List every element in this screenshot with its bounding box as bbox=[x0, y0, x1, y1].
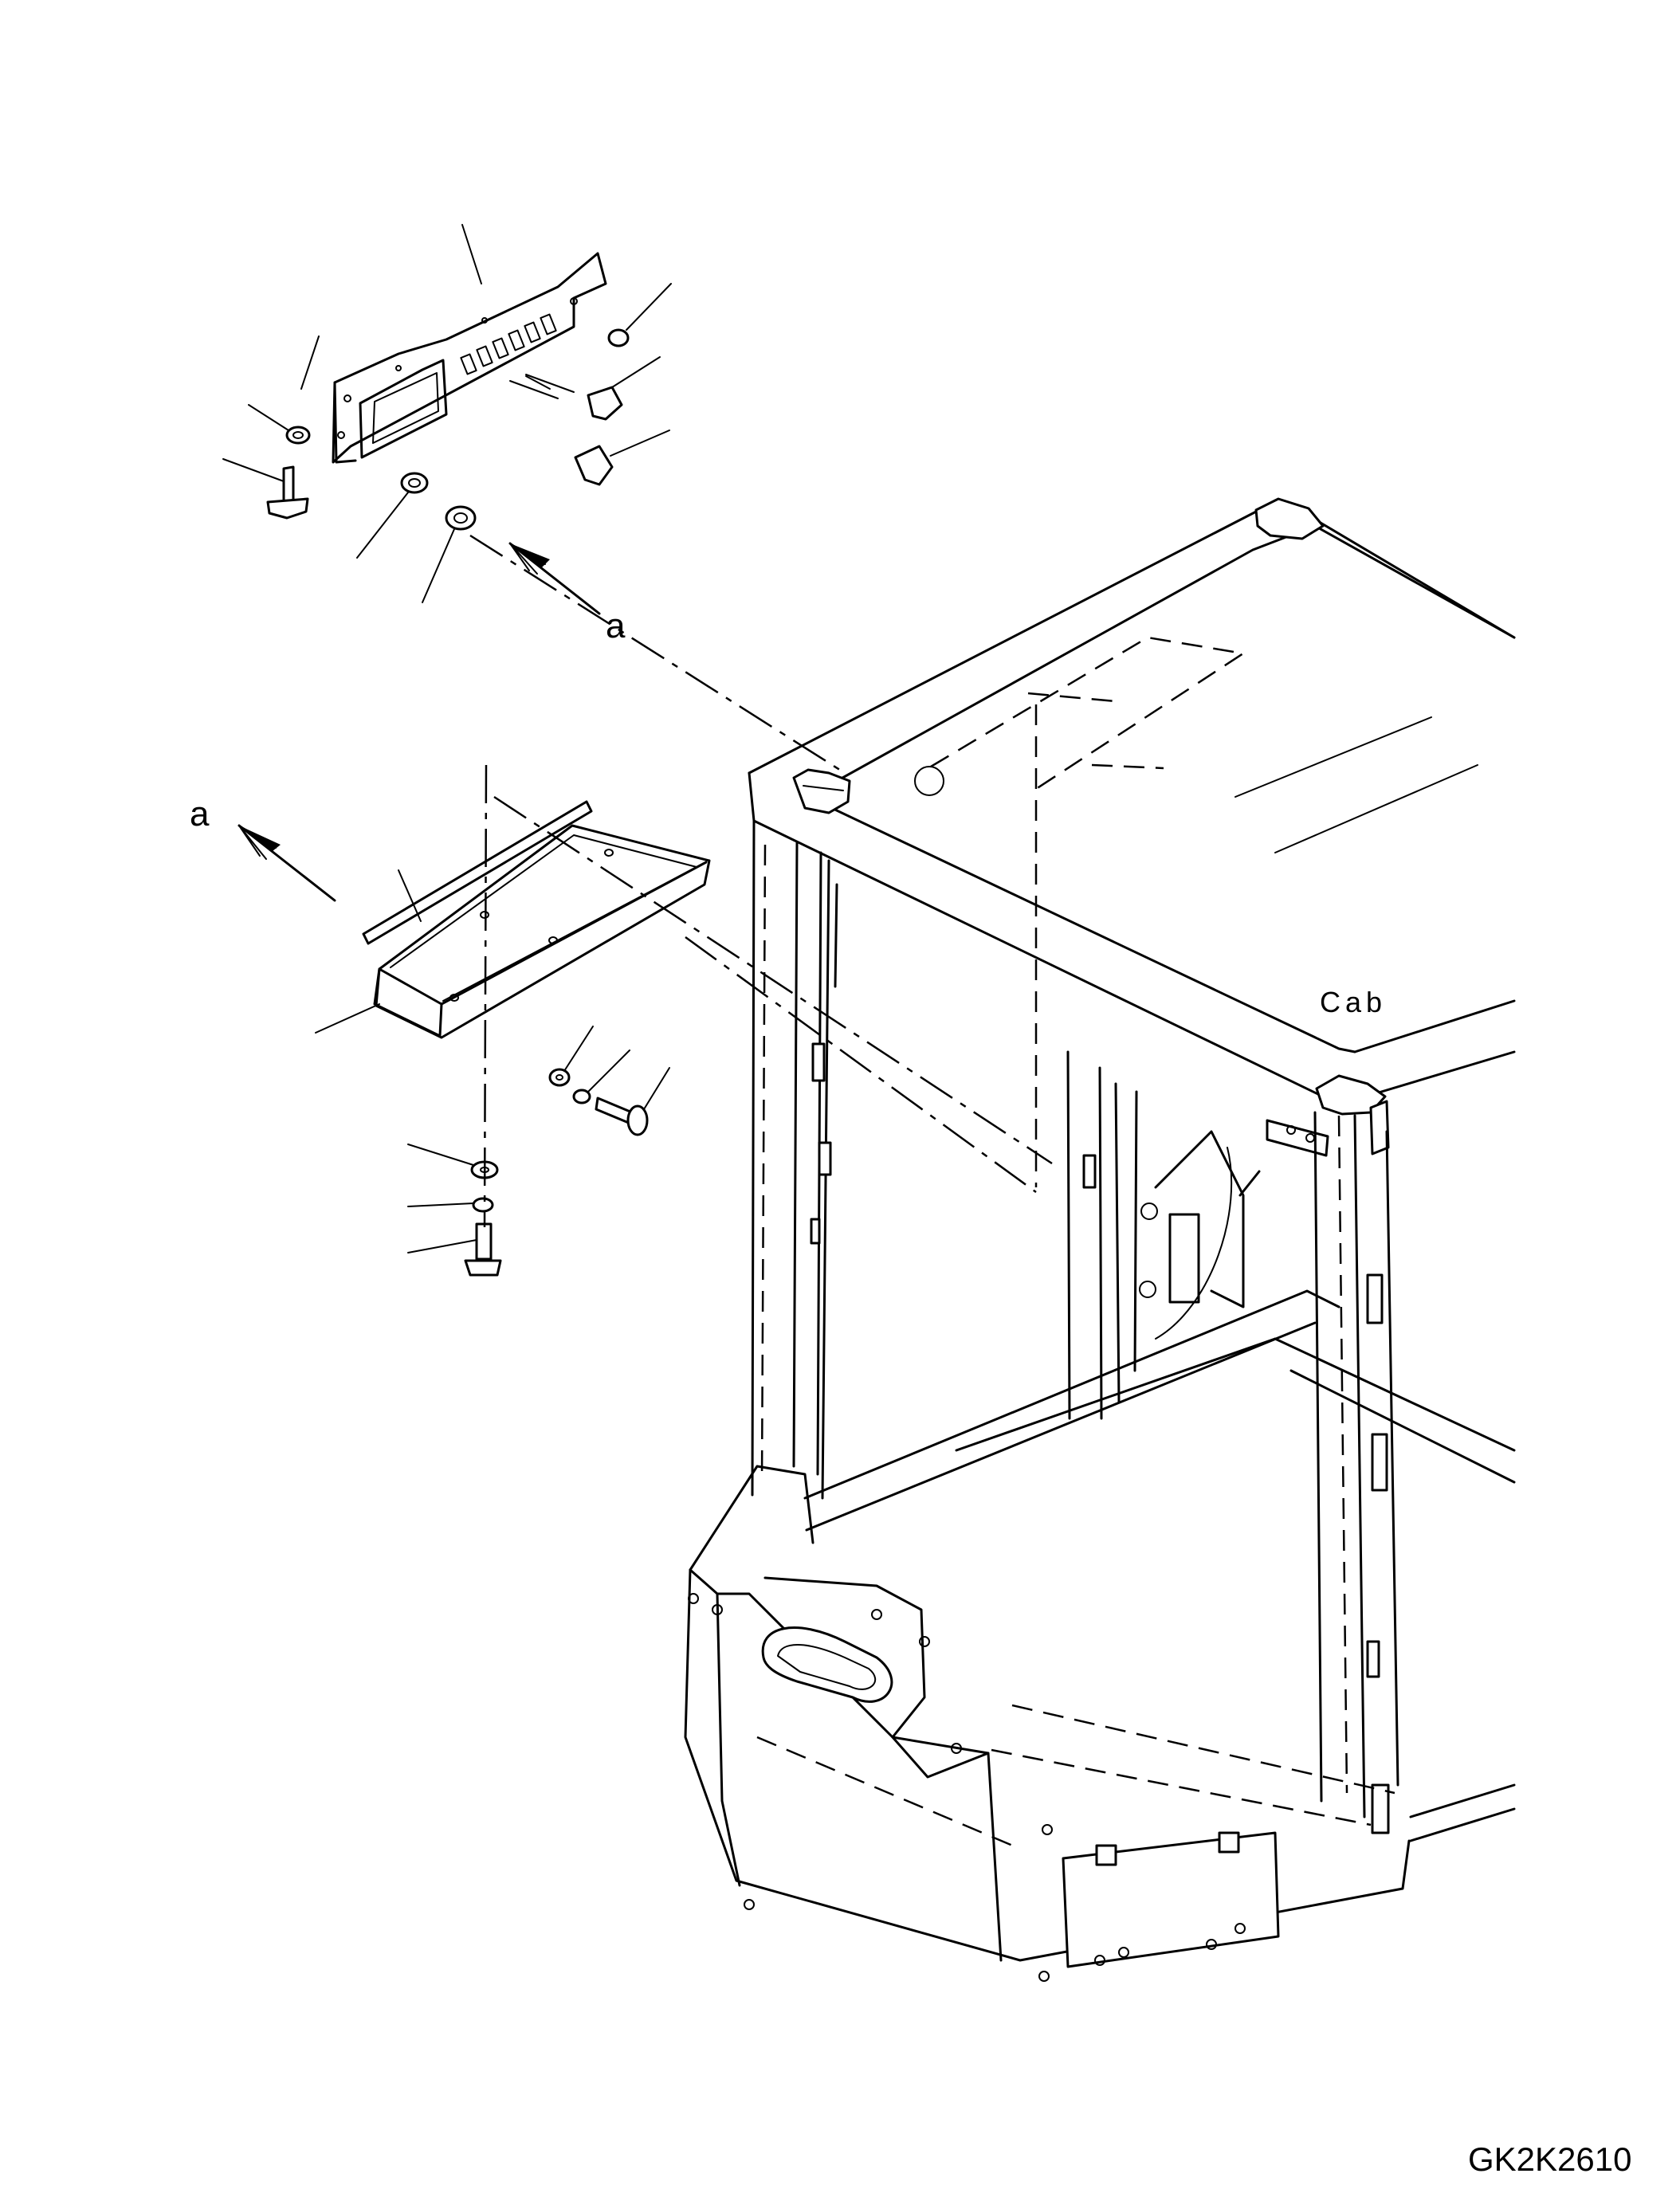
view-label-a-top: a bbox=[606, 606, 626, 645]
washer-part-4 bbox=[548, 1026, 594, 1087]
bolt-part-1 bbox=[222, 458, 309, 520]
switch-panel-assembly bbox=[300, 224, 607, 464]
view-arrow-a-left: a bbox=[190, 794, 336, 902]
view-label-a-left: a bbox=[190, 794, 210, 834]
bolt-part-3 bbox=[407, 1222, 502, 1277]
cab-label: Cab bbox=[1320, 986, 1387, 1018]
view-arrow-a-top: a bbox=[508, 542, 626, 645]
centerline-vertical bbox=[483, 764, 488, 1228]
cap-part bbox=[607, 283, 672, 347]
alignment-line-tray-2 bbox=[685, 936, 1037, 1194]
cab-frame bbox=[684, 497, 1516, 1982]
washer-part-3 bbox=[422, 505, 477, 603]
switch-slots bbox=[460, 313, 557, 375]
access-plate bbox=[1062, 1831, 1280, 1968]
washer-part-7 bbox=[407, 1197, 494, 1213]
switch-part-1 bbox=[587, 356, 661, 421]
drawing-code: GK2K2610 bbox=[1468, 2140, 1632, 2178]
washer-part-5 bbox=[572, 1049, 630, 1104]
roof-corner-rear-left bbox=[1254, 497, 1325, 540]
roof-corner-front-left bbox=[792, 768, 851, 814]
alignment-line-tray bbox=[493, 795, 1053, 1165]
alignment-line-panel bbox=[469, 534, 846, 775]
bolt-part-2 bbox=[595, 1067, 670, 1136]
switch-part-2 bbox=[574, 430, 670, 486]
washer-part-1 bbox=[248, 404, 311, 445]
washer-part-2 bbox=[356, 472, 429, 559]
trim-strip bbox=[362, 800, 593, 945]
handle-slot bbox=[761, 1626, 893, 1703]
